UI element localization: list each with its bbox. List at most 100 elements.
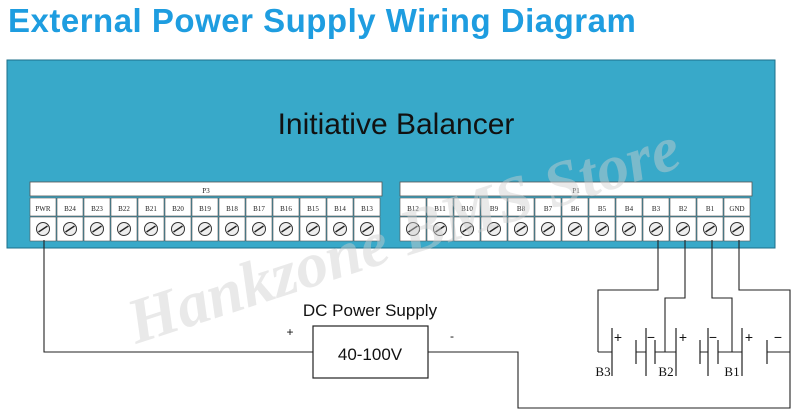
- screw-slot: [362, 225, 372, 233]
- power-supply-minus: -: [450, 329, 454, 343]
- p1-header: [399, 181, 753, 197]
- wire-b1: [711, 240, 733, 352]
- wire-b3: [597, 240, 659, 352]
- battery-b1: [717, 328, 768, 376]
- pin-label-b24: B24: [64, 205, 76, 213]
- screw-slot: [516, 225, 526, 233]
- pin-label-b2: B2: [679, 205, 688, 213]
- pin-label-b18: B18: [226, 205, 238, 213]
- screw-slot: [732, 225, 742, 233]
- screw-slot: [489, 225, 499, 233]
- screw-slot: [65, 225, 75, 233]
- screw-slot: [624, 225, 634, 233]
- pin-label-b10: B10: [461, 205, 473, 213]
- battery-b2: [675, 328, 709, 376]
- p3-pin-label-cell: [353, 197, 381, 217]
- p3-pin-label-cell: [29, 197, 57, 217]
- p3-header: [29, 181, 383, 197]
- diagram-title: External Power Supply Wiring Diagram: [8, 2, 637, 39]
- p3-pin-label-cell: [191, 197, 219, 217]
- screw-slot: [435, 225, 445, 233]
- screw-slot: [173, 225, 183, 233]
- pin-label-b6: B6: [571, 205, 580, 213]
- p3-pin-label-cell: [299, 197, 327, 217]
- wire-b2: [664, 240, 686, 352]
- b2-minus-sign: −: [709, 329, 717, 345]
- pin-label-b19: B19: [199, 205, 211, 213]
- power-supply-voltage: 40-100V: [338, 345, 403, 364]
- pin-label-b9: B9: [490, 205, 499, 213]
- wire-pwr-positive: [43, 240, 313, 353]
- pin-label-b7: B7: [544, 205, 553, 213]
- screw-slot: [597, 225, 607, 233]
- screw-slot: [92, 225, 102, 233]
- b1-minus-sign: −: [774, 329, 782, 345]
- screw-slot: [119, 225, 129, 233]
- pin-label-b1: B1: [706, 205, 715, 213]
- p1-pin-label-cell: [615, 197, 643, 217]
- wire-gnd: [738, 240, 791, 352]
- pin-label-b21: B21: [145, 205, 157, 213]
- pin-label-gnd: GND: [729, 205, 744, 213]
- p1-pin-label-cell: [588, 197, 616, 217]
- p1-pin-label-cell: [480, 197, 508, 217]
- p1-pin-label-cell: [669, 197, 697, 217]
- p3-pin-label-cell: [218, 197, 246, 217]
- balancer-name: Initiative Balancer: [278, 108, 515, 141]
- screw-slot: [570, 225, 580, 233]
- screw-slot: [227, 225, 237, 233]
- screw-slot: [543, 225, 553, 233]
- p1-pin-label-cell: [561, 197, 589, 217]
- pin-label-b15: B15: [307, 205, 319, 213]
- power-supply-box: [312, 325, 429, 379]
- pin-label-b11: B11: [434, 205, 446, 213]
- screw-slot: [308, 225, 318, 233]
- power-supply-plus: +: [286, 325, 293, 339]
- p1-label: P1: [572, 187, 580, 195]
- p3-pin-label-cell: [164, 197, 192, 217]
- pin-label-b8: B8: [517, 205, 526, 213]
- p1-pin-label-cell: [642, 197, 670, 217]
- pin-label-b16: B16: [280, 205, 292, 213]
- wire-negative: [428, 351, 791, 409]
- screw-slot: [705, 225, 715, 233]
- p3-pin-label-cell: [326, 197, 354, 217]
- p3-pin-label-cell: [272, 197, 300, 217]
- p1-pin-label-cell: [507, 197, 535, 217]
- screw-slot: [335, 225, 345, 233]
- pin-label-b3: B3: [652, 205, 661, 213]
- p1-terminal-block: B12 B11 B10 B9 B8 B7 B6 B5 B4 B3 B2 B1 GND: [399, 197, 751, 242]
- battery-label-b3: B3: [595, 364, 610, 379]
- b3-minus-sign: −: [647, 329, 655, 345]
- pin-label-b5: B5: [598, 205, 607, 213]
- wires: [43, 240, 791, 409]
- p3-pin-label-cell: [110, 197, 138, 217]
- screw-slot: [651, 225, 661, 233]
- pin-label-b4: B4: [625, 205, 634, 213]
- pin-label-b12: B12: [407, 205, 419, 213]
- p1-pin-label-cell: [723, 197, 751, 217]
- pin-label-pwr: PWR: [35, 205, 51, 213]
- p3-label: P3: [202, 187, 210, 195]
- screw-slot: [462, 225, 472, 233]
- screw-slot: [146, 225, 156, 233]
- p3-pin-label-cell: [137, 197, 165, 217]
- battery-b3: [611, 328, 656, 376]
- power-supply-title: DC Power Supply: [303, 301, 438, 320]
- screw-slot: [200, 225, 210, 233]
- b3-plus-sign: +: [614, 329, 622, 345]
- p3-pin-label-cell: [56, 197, 84, 217]
- screw-slot: [281, 225, 291, 233]
- p3-pin-label-cell: [83, 197, 111, 217]
- battery-label-b2: B2: [658, 364, 673, 379]
- p1-pin-label-cell: [534, 197, 562, 217]
- p3-pin-label-cell: [245, 197, 273, 217]
- pin-label-b23: B23: [91, 205, 103, 213]
- balancer-body: [6, 59, 776, 249]
- p1-pin-label-cell: [426, 197, 454, 217]
- b2-plus-sign: +: [679, 329, 687, 345]
- screw-slot: [254, 225, 264, 233]
- pin-label-b14: B14: [334, 205, 346, 213]
